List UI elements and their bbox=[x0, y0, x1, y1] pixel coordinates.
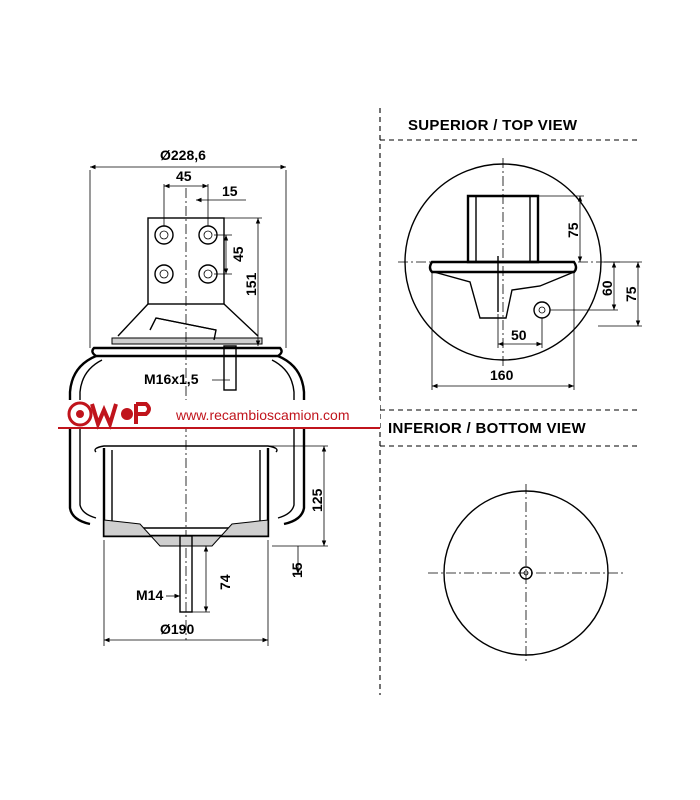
view-separators bbox=[379, 108, 640, 695]
bottom-view-title: INFERIOR / BOTTOM VIEW bbox=[388, 420, 587, 437]
dim-top-view-hole-60: 60 bbox=[599, 280, 615, 296]
bolt-holes bbox=[154, 225, 218, 284]
dim-bolt-spacing-v: 45 bbox=[230, 246, 246, 262]
banner-url: www.recambioscamion.com bbox=[175, 407, 350, 423]
dim-bolt-offset: 15 bbox=[222, 183, 238, 199]
dim-thread-top: M16x1,5 bbox=[144, 371, 199, 387]
top-view bbox=[398, 158, 602, 366]
dim-piston-height: 125 bbox=[309, 488, 325, 512]
brand-banner: www.recambioscamion.com bbox=[58, 400, 380, 430]
dim-base-offset: 15 bbox=[289, 562, 305, 578]
dim-bolt-spacing-h: 45 bbox=[176, 168, 192, 184]
dim-stud-length: 74 bbox=[217, 574, 233, 590]
dim-top-view-height: 75 bbox=[565, 222, 581, 238]
top-view-dimensions: 75 60 75 50 160 bbox=[431, 195, 642, 390]
dim-thread-bottom: M14 bbox=[136, 587, 163, 603]
top-view-title: SUPERIOR / TOP VIEW bbox=[408, 117, 578, 134]
dim-top-view-hole-50: 50 bbox=[511, 327, 527, 343]
dim-top-view-width: 160 bbox=[490, 367, 514, 383]
dim-diameter-top: Ø228,6 bbox=[160, 147, 206, 163]
dim-diameter-bottom: Ø190 bbox=[160, 621, 194, 637]
side-section-view bbox=[68, 188, 306, 640]
dim-top-view-hole-75: 75 bbox=[623, 286, 639, 302]
dim-plate-height: 151 bbox=[243, 272, 259, 296]
bottom-view bbox=[428, 484, 626, 664]
side-dimensions: Ø228,6 45 15 45 151 M16x1,5 125 15 74 bbox=[89, 147, 328, 646]
